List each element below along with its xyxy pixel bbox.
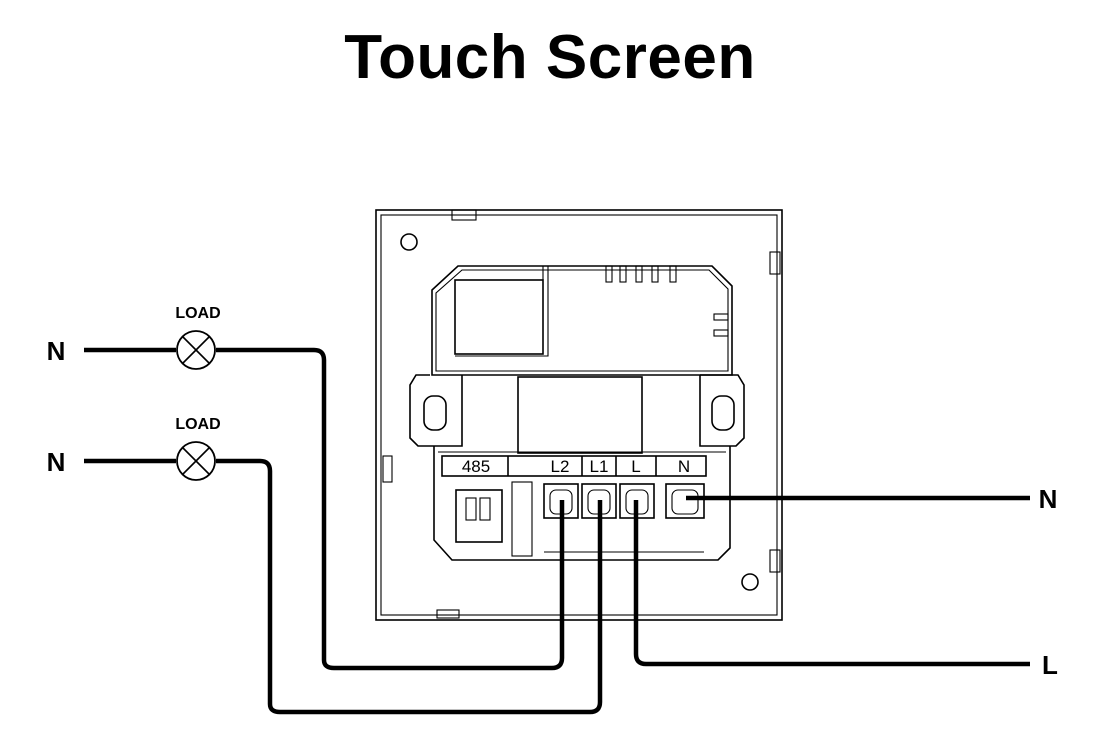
switch-back-plate (375, 209, 783, 621)
neutral-label-load-1: N (47, 336, 66, 366)
screw-hole-bottom-right (741, 573, 759, 591)
neutral-label-load-2: N (47, 447, 66, 477)
diagram-title: Touch Screen (344, 23, 756, 92)
terminal-label-l: L (631, 457, 640, 476)
terminal-n (665, 483, 705, 519)
terminal-label-485: 485 (462, 457, 490, 476)
terminal-label-strip: 485 L2 L1 L N (441, 455, 707, 477)
terminal-label-n: N (678, 457, 690, 476)
terminal-label-l1: L1 (590, 457, 609, 476)
rs485-connector (455, 481, 533, 557)
terminal-label-l2: L2 (551, 457, 570, 476)
screw-hole-top-left (400, 233, 418, 251)
load-lamp-2 (176, 441, 216, 481)
screw-terminals (543, 483, 705, 553)
module-body (409, 265, 745, 561)
load-label-1: LOAD (175, 305, 220, 322)
load-label-2: LOAD (175, 416, 220, 433)
supply-line-label: L (1042, 650, 1058, 680)
load-lamp-1 (176, 330, 216, 370)
wire-load-1-to-l2 (216, 347, 565, 671)
wire-line-supply (633, 500, 1030, 667)
supply-neutral-label: N (1039, 484, 1058, 514)
wires (84, 347, 1030, 715)
wire-load-2-to-l1 (216, 458, 603, 715)
